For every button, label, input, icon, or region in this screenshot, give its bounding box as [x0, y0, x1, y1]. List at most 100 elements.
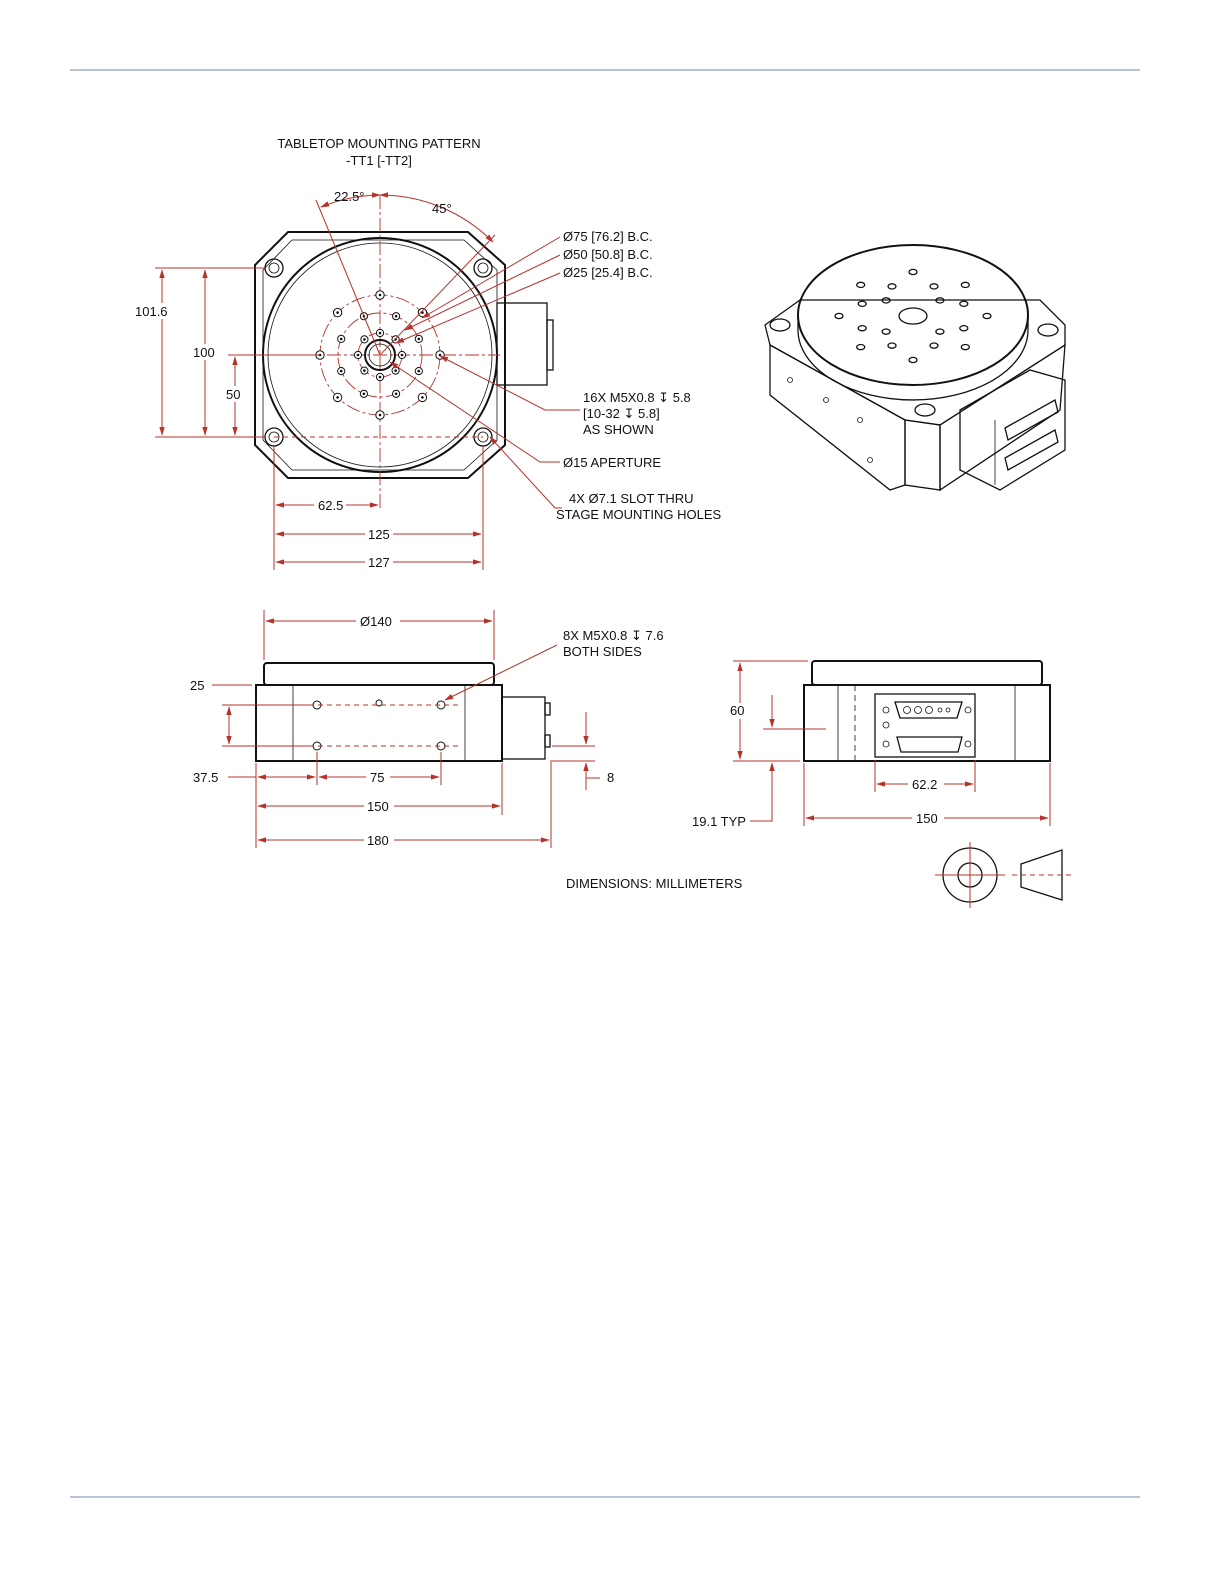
- top-view: 22.5° 45° TABLETOP MOUNTING PATTERN -TT1…: [130, 136, 721, 570]
- angle-label-45: 45°: [432, 201, 452, 216]
- iso-tapped-hole: [929, 342, 939, 349]
- aperture: [364, 339, 396, 371]
- callout-bc50: Ø50 [50.8] B.C.: [563, 247, 653, 262]
- iso-tapped-hole: [929, 283, 939, 290]
- side-view-screw: [964, 706, 972, 714]
- tabletop-pattern-subtitle: -TT1 [-TT2]: [346, 153, 412, 168]
- top-view-base-chamfer: [262, 239, 498, 471]
- iso-corner-hole: [1037, 323, 1059, 337]
- iso-tapped-hole: [881, 328, 891, 335]
- dim-front-150: 150: [367, 799, 389, 814]
- callout-slot-line2: STAGE MOUNTING HOLES: [556, 507, 721, 522]
- angle-arc-22-5: [320, 192, 381, 208]
- side-view-pin: [914, 706, 922, 714]
- callout-tapped-line1: 16X M5X0.8 ↧ 5.8: [583, 390, 691, 405]
- dim-62-2: 62.2: [912, 777, 937, 792]
- side-view-screw: [964, 740, 972, 748]
- iso-tapped-hole: [908, 356, 918, 364]
- iso-connector-dsub-1: [1004, 399, 1059, 441]
- iso-connector-box: [959, 369, 1066, 491]
- front-view-connector-tab: [544, 734, 551, 748]
- side-view-power-connector: [894, 701, 963, 719]
- dim-side-150: 150: [916, 811, 938, 826]
- leader-bc75: [421, 236, 561, 319]
- isometric-view: [764, 244, 1066, 492]
- third-angle-projection-symbol: [935, 842, 1072, 908]
- side-view-screw: [882, 740, 890, 748]
- dim-140: Ø140: [360, 614, 392, 629]
- angle-label-22-5: 22.5°: [334, 189, 365, 204]
- units-note: DIMENSIONS: MILLIMETERS: [566, 876, 743, 891]
- side-view-turntable: [811, 660, 1043, 686]
- tabletop-pattern-title: TABLETOP MOUNTING PATTERN: [277, 136, 480, 151]
- top-view-connector-plug: [546, 319, 554, 371]
- callout-aperture: Ø15 APERTURE: [563, 455, 661, 470]
- side-view-pin: [945, 707, 951, 713]
- side-view-pin: [903, 706, 911, 714]
- iso-tapped-hole: [887, 342, 897, 349]
- callout-side-holes-line2: BOTH SIDES: [563, 644, 642, 659]
- callout-bc75: Ø75 [76.2] B.C.: [563, 229, 653, 244]
- iso-tapped-hole: [959, 300, 969, 308]
- iso-connector-dsub-2: [1004, 429, 1059, 471]
- leader-slot: [489, 436, 562, 509]
- side-view-pin: [937, 707, 943, 713]
- iso-base-corner-face: [904, 419, 941, 491]
- iso-turntable-top: [797, 244, 1029, 386]
- iso-aperture: [898, 307, 928, 325]
- dim-180: 180: [367, 833, 389, 848]
- side-view-screw: [882, 706, 890, 714]
- dim-25: 25: [190, 678, 204, 693]
- leader-bc25: [395, 272, 561, 344]
- iso-tapped-hole: [960, 343, 970, 351]
- iso-tapped-hole: [982, 312, 992, 320]
- side-view-pin: [925, 706, 933, 714]
- dim-75: 75: [370, 770, 384, 785]
- leader-side-holes: [444, 644, 558, 701]
- iso-tapped-hole: [935, 297, 945, 304]
- dim-100: 100: [193, 345, 215, 360]
- callout-side-holes-line1: 8X M5X0.8 ↧ 7.6: [563, 628, 664, 643]
- callout-bc25: Ø25 [25.4] B.C.: [563, 265, 653, 280]
- dim-37-5: 37.5: [193, 770, 218, 785]
- iso-side-hole: [857, 417, 863, 423]
- callout-tapped-line2: [10-32 ↧ 5.8]: [583, 406, 660, 421]
- leader-bc50: [404, 254, 561, 331]
- aperture-inner: [368, 343, 392, 367]
- side-view-connector-panel: [874, 693, 976, 758]
- angle-ref-line-22-5: [315, 199, 381, 356]
- dim-62-5: 62.5: [318, 498, 343, 513]
- iso-tapped-hole: [887, 283, 897, 290]
- iso-side-hole: [787, 377, 793, 383]
- dim-101-6: 101.6: [135, 304, 168, 319]
- iso-tapped-hole: [959, 324, 969, 332]
- iso-side-hole: [867, 457, 873, 463]
- front-view-connector-tab: [544, 702, 551, 716]
- front-view-connector-housing: [501, 696, 546, 760]
- iso-side-hole: [823, 397, 829, 403]
- dim-60: 60: [730, 703, 744, 718]
- iso-turntable-rim: [797, 315, 1029, 401]
- dim-line-8-lower: [585, 777, 600, 790]
- angle-ref-line-45: [379, 234, 496, 356]
- dim-line-19-1-lower: [750, 762, 775, 822]
- front-view: Ø140 25 8 37.5 75 150 180 8X M5X0.8 ↧: [190, 610, 664, 848]
- iso-tapped-hole: [935, 328, 945, 335]
- iso-tapped-hole: [834, 312, 844, 320]
- front-view-turntable: [263, 662, 495, 686]
- dim-125: 125: [368, 527, 390, 542]
- leader-aperture: [389, 361, 560, 463]
- side-view-encoder-connector: [896, 736, 963, 753]
- iso-corner-hole: [914, 403, 936, 417]
- iso-tabletop-holes: [834, 268, 992, 364]
- iso-base-right-face: [939, 343, 1066, 492]
- iso-tapped-hole: [857, 300, 867, 308]
- iso-tapped-hole: [908, 268, 918, 276]
- side-view-base: [803, 684, 1051, 762]
- front-view-side-holes: [312, 699, 446, 751]
- iso-tapped-hole: [960, 281, 970, 289]
- angle-arc-45: [379, 192, 494, 243]
- iso-base-left-face: [769, 343, 906, 491]
- iso-tapped-hole: [856, 343, 866, 351]
- iso-tapped-hole: [881, 297, 891, 304]
